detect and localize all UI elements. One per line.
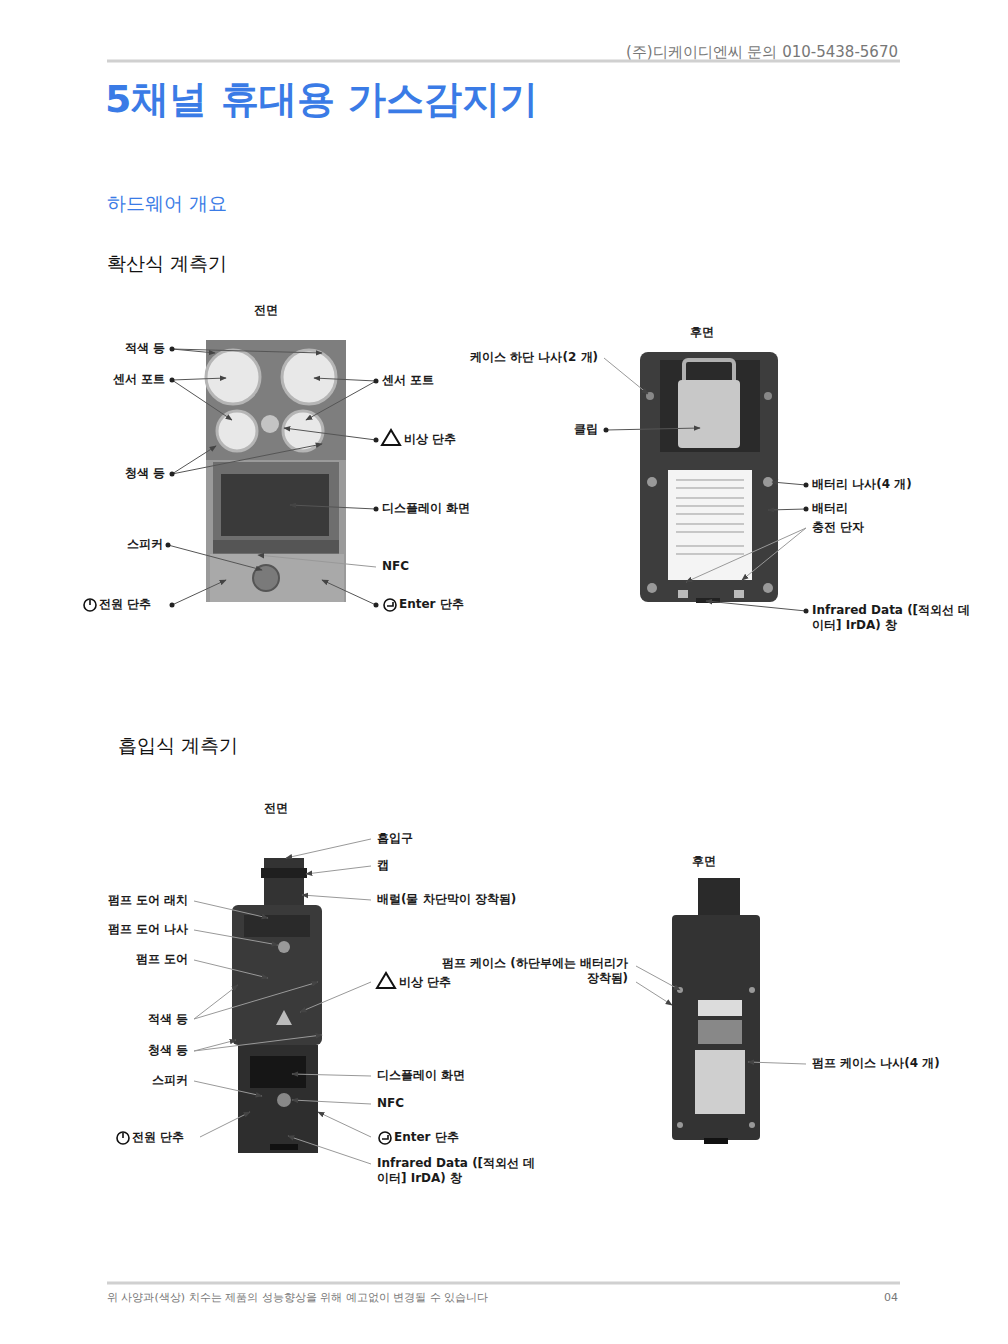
part-label: 펌프 케이스 (하단부에는 배터리가 장착됨)	[428, 956, 628, 986]
part-label: 적색 등	[125, 341, 165, 356]
part-label: 배터리 나사(4 개)	[812, 477, 912, 492]
footer-note: 위 사양과(색상) 치수는 제품의 성능향상을 위해 예고없이 변경될 수 있습…	[107, 1291, 488, 1305]
part-label: 적색 등	[148, 1012, 188, 1027]
part-label: 펌프 도어 나사	[108, 922, 188, 937]
part-label: 비상 단추	[404, 432, 456, 447]
part-label: 스피커	[127, 537, 163, 552]
part-label: 디스플레이 화면	[382, 501, 470, 516]
part-label: 케이스 하단 나사(2 개)	[470, 350, 598, 365]
subsection-heading: 확산식 계측기	[107, 252, 227, 276]
diffusion-back-device	[640, 352, 778, 603]
part-label: NFC	[382, 559, 409, 574]
part-label: 클립	[574, 422, 598, 437]
part-label: 펌프 도어 래치	[108, 893, 188, 908]
leader-lines	[168, 349, 806, 1164]
pump-back-device	[672, 878, 760, 1144]
view-label: 전면	[264, 801, 288, 816]
view-label: 전면	[254, 303, 278, 318]
part-label: 흡입구	[377, 831, 413, 846]
footer-rule	[107, 1282, 900, 1285]
page-number: 04	[884, 1291, 898, 1305]
part-label: 청색 등	[148, 1043, 188, 1058]
view-label: 후면	[690, 325, 714, 340]
leader-dots	[166, 347, 809, 614]
part-label: 센서 포트	[382, 373, 434, 388]
power-icon	[84, 599, 129, 1144]
part-label: Infrared Data ([적외선 데이터] IrDA) 창	[812, 603, 982, 633]
part-label: 전원 단추	[99, 597, 151, 612]
part-label: 스피커	[152, 1073, 188, 1088]
part-label: 펌프 도어	[136, 952, 188, 967]
diffusion-front-device	[206, 340, 346, 602]
subsection-heading: 흡입식 계측기	[118, 734, 238, 758]
contact-header: (주)디케이디엔씨 문의 010-5438-5670	[626, 43, 898, 62]
part-label: Enter 단추	[399, 597, 464, 612]
view-label: 후면	[692, 854, 716, 869]
page-title: 5채널 휴대용 가스감지기	[105, 76, 538, 124]
section-heading: 하드웨어 개요	[107, 192, 227, 216]
part-label: Infrared Data ([적외선 데이터] IrDA) 창	[377, 1156, 547, 1186]
part-label: 캡	[377, 858, 389, 873]
part-label: 전원 단추	[132, 1130, 184, 1145]
part-label: 배럴(물 차단막이 장착됨)	[377, 892, 516, 907]
pump-front-device	[232, 858, 322, 1153]
part-label: 센서 포트	[113, 372, 165, 387]
part-label: NFC	[377, 1096, 404, 1111]
part-label: 디스플레이 화면	[377, 1068, 465, 1083]
part-label: 펌프 케이스 나사(4 개)	[812, 1056, 940, 1071]
part-label: Enter 단추	[394, 1130, 459, 1145]
part-label: 배터리	[812, 501, 848, 516]
part-label: 비상 단추	[399, 975, 451, 990]
part-label: 충전 단자	[812, 520, 864, 535]
part-label: 청색 등	[125, 466, 165, 481]
